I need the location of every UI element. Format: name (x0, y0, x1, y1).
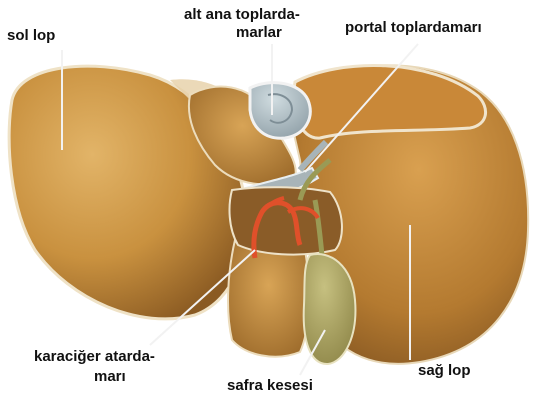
label-sag-lop: sağ lop (418, 362, 471, 379)
label-sol-lop: sol lop (7, 27, 55, 44)
label-karaciger-1: karaciğer atarda- (34, 348, 155, 365)
label-safra: safra kesesi (227, 377, 313, 394)
label-portal: portal toplardamarı (345, 19, 482, 36)
hilum (230, 187, 342, 254)
label-alt-ana-2: marlar (236, 24, 282, 41)
label-karaciger-2: marı (94, 368, 126, 385)
vena-cava (250, 83, 310, 139)
label-alt-ana-1: alt ana toplarda- (184, 6, 300, 23)
